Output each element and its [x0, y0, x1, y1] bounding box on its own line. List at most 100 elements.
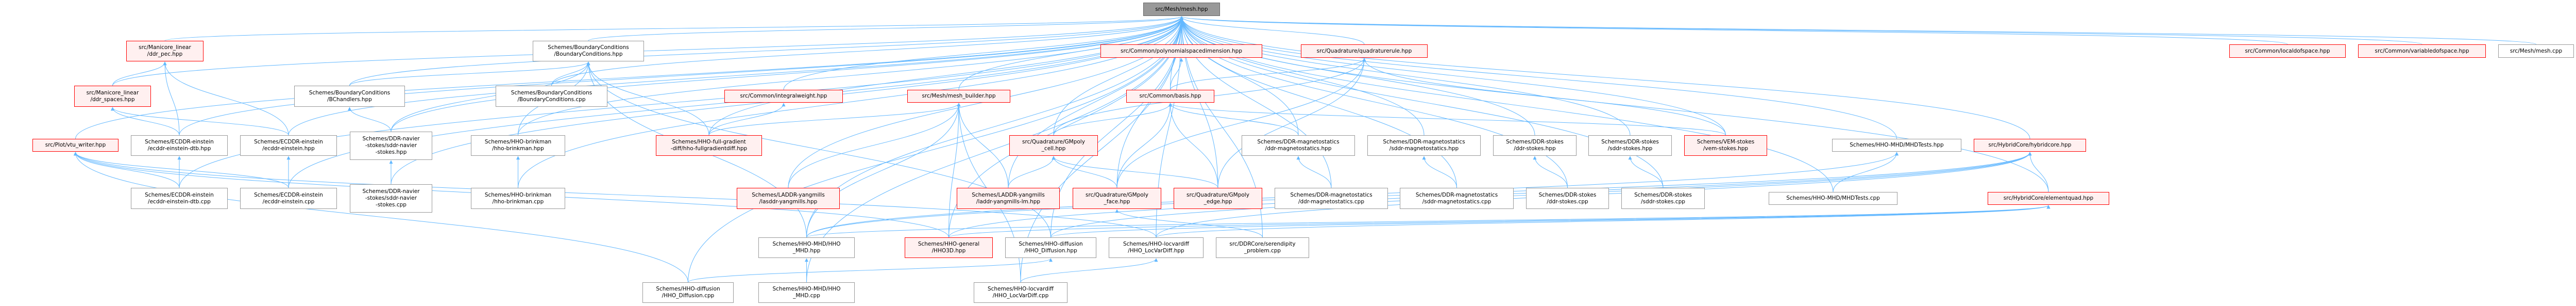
file-node-lasddr[interactable]: Schemes/LADDR-yangmills /lasddr-yangmill… — [737, 188, 840, 209]
file-node-elementquad[interactable]: src/HybridCore/elementquad.hpp — [1988, 192, 2109, 205]
file-node-ecddr-hpp[interactable]: Schemes/ECDDR-einstein /ecddr-einstein.h… — [240, 135, 337, 156]
include-edge-mhdtests_cpp-to-mesh_hpp — [1180, 16, 1834, 192]
file-node-mesh-builder[interactable]: src/Mesh/mesh_builder.hpp — [907, 90, 1010, 103]
file-node-ecddr-dtb-cpp[interactable]: Schemes/ECDDR-einstein /ecddr-einstein-d… — [131, 188, 228, 209]
file-node-hho-lvd-hpp[interactable]: Schemes/HHO-locvardiff /HHO_LocVarDiff.h… — [1109, 237, 1204, 258]
file-node-ecddr-cpp[interactable]: Schemes/ECDDR-einstein /ecddr-einstein.c… — [240, 188, 337, 209]
file-node-label: src/Plot/vtu_writer.hpp — [45, 142, 106, 148]
include-edge-ecddr_dtb_hpp-to-ddr_spaces — [111, 107, 180, 136]
file-node-label: src/Quadrature/GMpoly _edge.hpp — [1187, 191, 1249, 205]
include-edge-elementquad-to-hybridcore — [2028, 152, 2049, 192]
file-node-fullgrad[interactable]: Schemes/HHO-full-gradient -diff/hho-full… — [656, 135, 762, 156]
file-node-laddr-lm[interactable]: Schemes/LADDR-yangmills /laddr-yangmills… — [957, 188, 1060, 209]
file-node-vtu-writer[interactable]: src/Plot/vtu_writer.hpp — [32, 139, 118, 152]
file-node-gm-face[interactable]: src/Quadrature/GMpoly _face.hpp — [1073, 188, 1161, 209]
file-node-label: Schemes/BoundaryConditions /BoundaryCond… — [548, 44, 629, 57]
file-node-label: Schemes/HHO-diffusion /HHO_Diffusion.hpp — [1019, 241, 1083, 254]
file-node-label: Schemes/HHO-MHD/MHDTests.hpp — [1850, 142, 1944, 148]
include-edge-localdof-to-mesh_hpp — [1180, 16, 2288, 45]
file-node-bc-hpp[interactable]: Schemes/BoundaryConditions /BoundaryCond… — [533, 41, 644, 61]
file-node-label: src/Common/variabledofspace.hpp — [2375, 47, 2469, 54]
include-edge-ddr_mag_cpp-to-ddr_mag_hpp — [1296, 156, 1332, 188]
include-edge-lasddr-to-mesh_builder — [788, 103, 961, 188]
include-edge-ddr_mag_hpp-to-mesh_hpp — [1180, 16, 1299, 136]
include-edge-ecddr_dtb_cpp-to-vtu_writer — [74, 152, 180, 188]
include-edge-ddr_spaces-to-mesh_hpp — [112, 16, 1183, 86]
file-node-hho-diff-cpp[interactable]: Schemes/HHO-diffusion /HHO_Diffusion.cpp — [642, 282, 734, 303]
include-edge-hho_diff_hpp-to-elementquad — [1050, 205, 2050, 238]
file-node-label: Schemes/HHO-locvardiff /HHO_LocVarDiff.h… — [1123, 241, 1190, 254]
include-edge-hho3d-to-mesh_builder — [948, 103, 961, 238]
file-node-integralweight[interactable]: src/Common/integralweight.hpp — [724, 90, 843, 103]
file-node-label: Schemes/HHO-MHD/HHO _MHD.cpp — [772, 286, 841, 299]
include-edge-laddr_lm-to-mesh_builder — [957, 103, 1009, 188]
include-edge-mhdtests_cpp-to-mhdtests_hpp — [1833, 152, 1899, 192]
file-node-sddr-ns-hpp[interactable]: Schemes/DDR-navier -stokes/sddr-navier -… — [350, 132, 432, 160]
file-node-hho-diff-hpp[interactable]: Schemes/HHO-diffusion /HHO_Diffusion.hpp — [1005, 237, 1096, 258]
file-node-mesh-cpp[interactable]: src/Mesh/mesh.cpp — [2498, 44, 2574, 58]
file-node-sddr-mag-hpp[interactable]: Schemes/DDR-magnetostatics /sddr-magneto… — [1367, 135, 1481, 156]
file-node-hho-mhd-hpp[interactable]: Schemes/HHO-MHD/HHO _MHD.hpp — [758, 237, 855, 258]
include-edge-gm_edge-to-basis — [1168, 103, 1218, 188]
include-edge-brinkman_hpp-to-mesh_hpp — [518, 16, 1183, 136]
include-edge-fullgrad-to-integralweight — [708, 103, 786, 136]
file-node-gm-cell[interactable]: src/Quadrature/GMpoly _cell.hpp — [1009, 135, 1098, 156]
include-edge-laddr_lm-to-gm_cell — [1008, 156, 1056, 188]
file-node-sddr-stokes-hpp[interactable]: Schemes/DDR-stokes /sddr-stokes.hpp — [1588, 135, 1672, 156]
include-edge-fullgrad-to-mesh_builder — [708, 103, 961, 136]
file-node-label: src/Manicore_linear /ddr_spaces.hpp — [86, 89, 139, 103]
include-edge-vtu_writer-to-mesh_hpp — [75, 16, 1183, 139]
include-edge-fullgrad-to-mesh_hpp — [708, 16, 1183, 136]
file-node-hho-mhd-cpp[interactable]: Schemes/HHO-MHD/HHO _MHD.cpp — [758, 282, 855, 303]
file-node-gm-edge[interactable]: src/Quadrature/GMpoly _edge.hpp — [1174, 188, 1262, 209]
file-node-polydim[interactable]: src/Common/polynomialspacedimension.hpp — [1100, 44, 1262, 58]
include-edge-hho_lvd_cpp-to-mesh_hpp — [1020, 16, 1183, 283]
include-edge-ddr_spaces-to-ddr_pec — [112, 61, 167, 86]
include-edge-sddr_stokes_hpp-to-mesh_hpp — [1180, 16, 1631, 136]
file-node-ddr-stokes-cpp[interactable]: Schemes/DDR-stokes /ddr-stokes.cpp — [1526, 188, 1609, 209]
file-node-bchandlers[interactable]: Schemes/BoundaryConditions /BChandlers.h… — [294, 86, 405, 107]
file-node-vardof[interactable]: src/Common/variabledofspace.hpp — [2358, 44, 2486, 58]
include-edge-hho_lvd_hpp-to-elementquad — [1156, 205, 2050, 238]
file-node-label: Schemes/BoundaryConditions /BChandlers.h… — [309, 89, 391, 103]
file-node-serendipity[interactable]: src/DDRCore/serendipity _problem.cpp — [1216, 237, 1309, 258]
include-edge-gm_cell-to-mesh_hpp — [1053, 16, 1183, 136]
file-node-hho3d[interactable]: Schemes/HHO-general /HHO3D.hpp — [905, 237, 993, 258]
file-node-ddr-mag-cpp[interactable]: Schemes/DDR-magnetostatics /ddr-magnetos… — [1275, 188, 1388, 209]
file-node-ddr-stokes-hpp[interactable]: Schemes/DDR-stokes /ddr-stokes.hpp — [1493, 135, 1577, 156]
file-node-label: Schemes/LADDR-yangmills /lasddr-yangmill… — [752, 191, 825, 205]
include-edge-hho_diff_cpp-to-vtu_writer — [74, 152, 688, 283]
file-node-label: Schemes/DDR-stokes /sddr-stokes.hpp — [1601, 139, 1659, 152]
file-node-vem-stokes[interactable]: Schemes/VEM-stokes /vem-stokes.hpp — [1684, 135, 1767, 156]
file-node-label: Schemes/DDR-stokes /sddr-stokes.cpp — [1634, 191, 1692, 205]
file-node-ddr-pec[interactable]: src/Manicore_linear /ddr_pec.hpp — [126, 41, 204, 61]
include-edge-vardof-to-mesh_hpp — [1180, 16, 2422, 45]
file-node-hho-lvd-cpp[interactable]: Schemes/HHO-locvardiff /HHO_LocVarDiff.c… — [974, 282, 1067, 303]
file-node-sddr-stokes-cpp[interactable]: Schemes/DDR-stokes /sddr-stokes.cpp — [1621, 188, 1705, 209]
file-node-ddr-spaces[interactable]: src/Manicore_linear /ddr_spaces.hpp — [74, 86, 151, 107]
include-edge-bchandlers-to-mesh_hpp — [349, 16, 1183, 86]
file-node-label: Schemes/DDR-magnetostatics /ddr-magnetos… — [1257, 139, 1340, 152]
file-node-mhdtests-cpp[interactable]: Schemes/HHO-MHD/MHDTests.cpp — [1769, 192, 1897, 205]
file-node-mesh-hpp[interactable]: src/Mesh/mesh.hpp — [1143, 3, 1220, 16]
file-node-quadrule[interactable]: src/Quadrature/quadraturerule.hpp — [1301, 44, 1428, 58]
include-edge-hho3d-to-elementquad — [948, 205, 2050, 238]
file-node-label: src/HybridCore/elementquad.hpp — [2003, 195, 2094, 201]
include-edge-hybridcore-to-mesh_hpp — [1180, 16, 2030, 139]
file-node-brinkman-hpp[interactable]: Schemes/HHO-brinkman /hho-brinkman.hpp — [471, 135, 565, 156]
include-edge-sddr_stokes_cpp-to-sddr_stokes_hpp — [1628, 156, 1664, 188]
include-edge-quadrule-to-mesh_hpp — [1180, 16, 1365, 45]
file-node-ddr-mag-hpp[interactable]: Schemes/DDR-magnetostatics /ddr-magnetos… — [1242, 135, 1355, 156]
file-node-label: Schemes/ECDDR-einstein /ecddr-einstein-d… — [145, 139, 214, 152]
file-node-basis[interactable]: src/Common/basis.hpp — [1126, 90, 1214, 103]
file-node-brinkman-cpp[interactable]: Schemes/HHO-brinkman /hho-brinkman.cpp — [471, 188, 565, 209]
file-node-sddr-ns-cpp[interactable]: Schemes/DDR-navier -stokes/sddr-navier -… — [350, 184, 432, 213]
file-node-localdof[interactable]: src/Common/localdofspace.hpp — [2229, 44, 2346, 58]
file-node-ecddr-dtb-hpp[interactable]: Schemes/ECDDR-einstein /ecddr-einstein-d… — [131, 135, 228, 156]
file-node-hybridcore[interactable]: src/HybridCore/hybridcore.hpp — [1974, 139, 2086, 152]
include-edge-integralweight-to-mesh_hpp — [783, 16, 1183, 90]
file-node-bc-cpp[interactable]: Schemes/BoundaryConditions /BoundaryCond… — [496, 86, 607, 107]
file-node-sddr-mag-cpp[interactable]: Schemes/DDR-magnetostatics /sddr-magneto… — [1400, 188, 1514, 209]
file-node-label: Schemes/HHO-MHD/HHO _MHD.hpp — [772, 241, 841, 254]
file-node-mhdtests-hpp[interactable]: Schemes/HHO-MHD/MHDTests.hpp — [1832, 139, 1961, 152]
